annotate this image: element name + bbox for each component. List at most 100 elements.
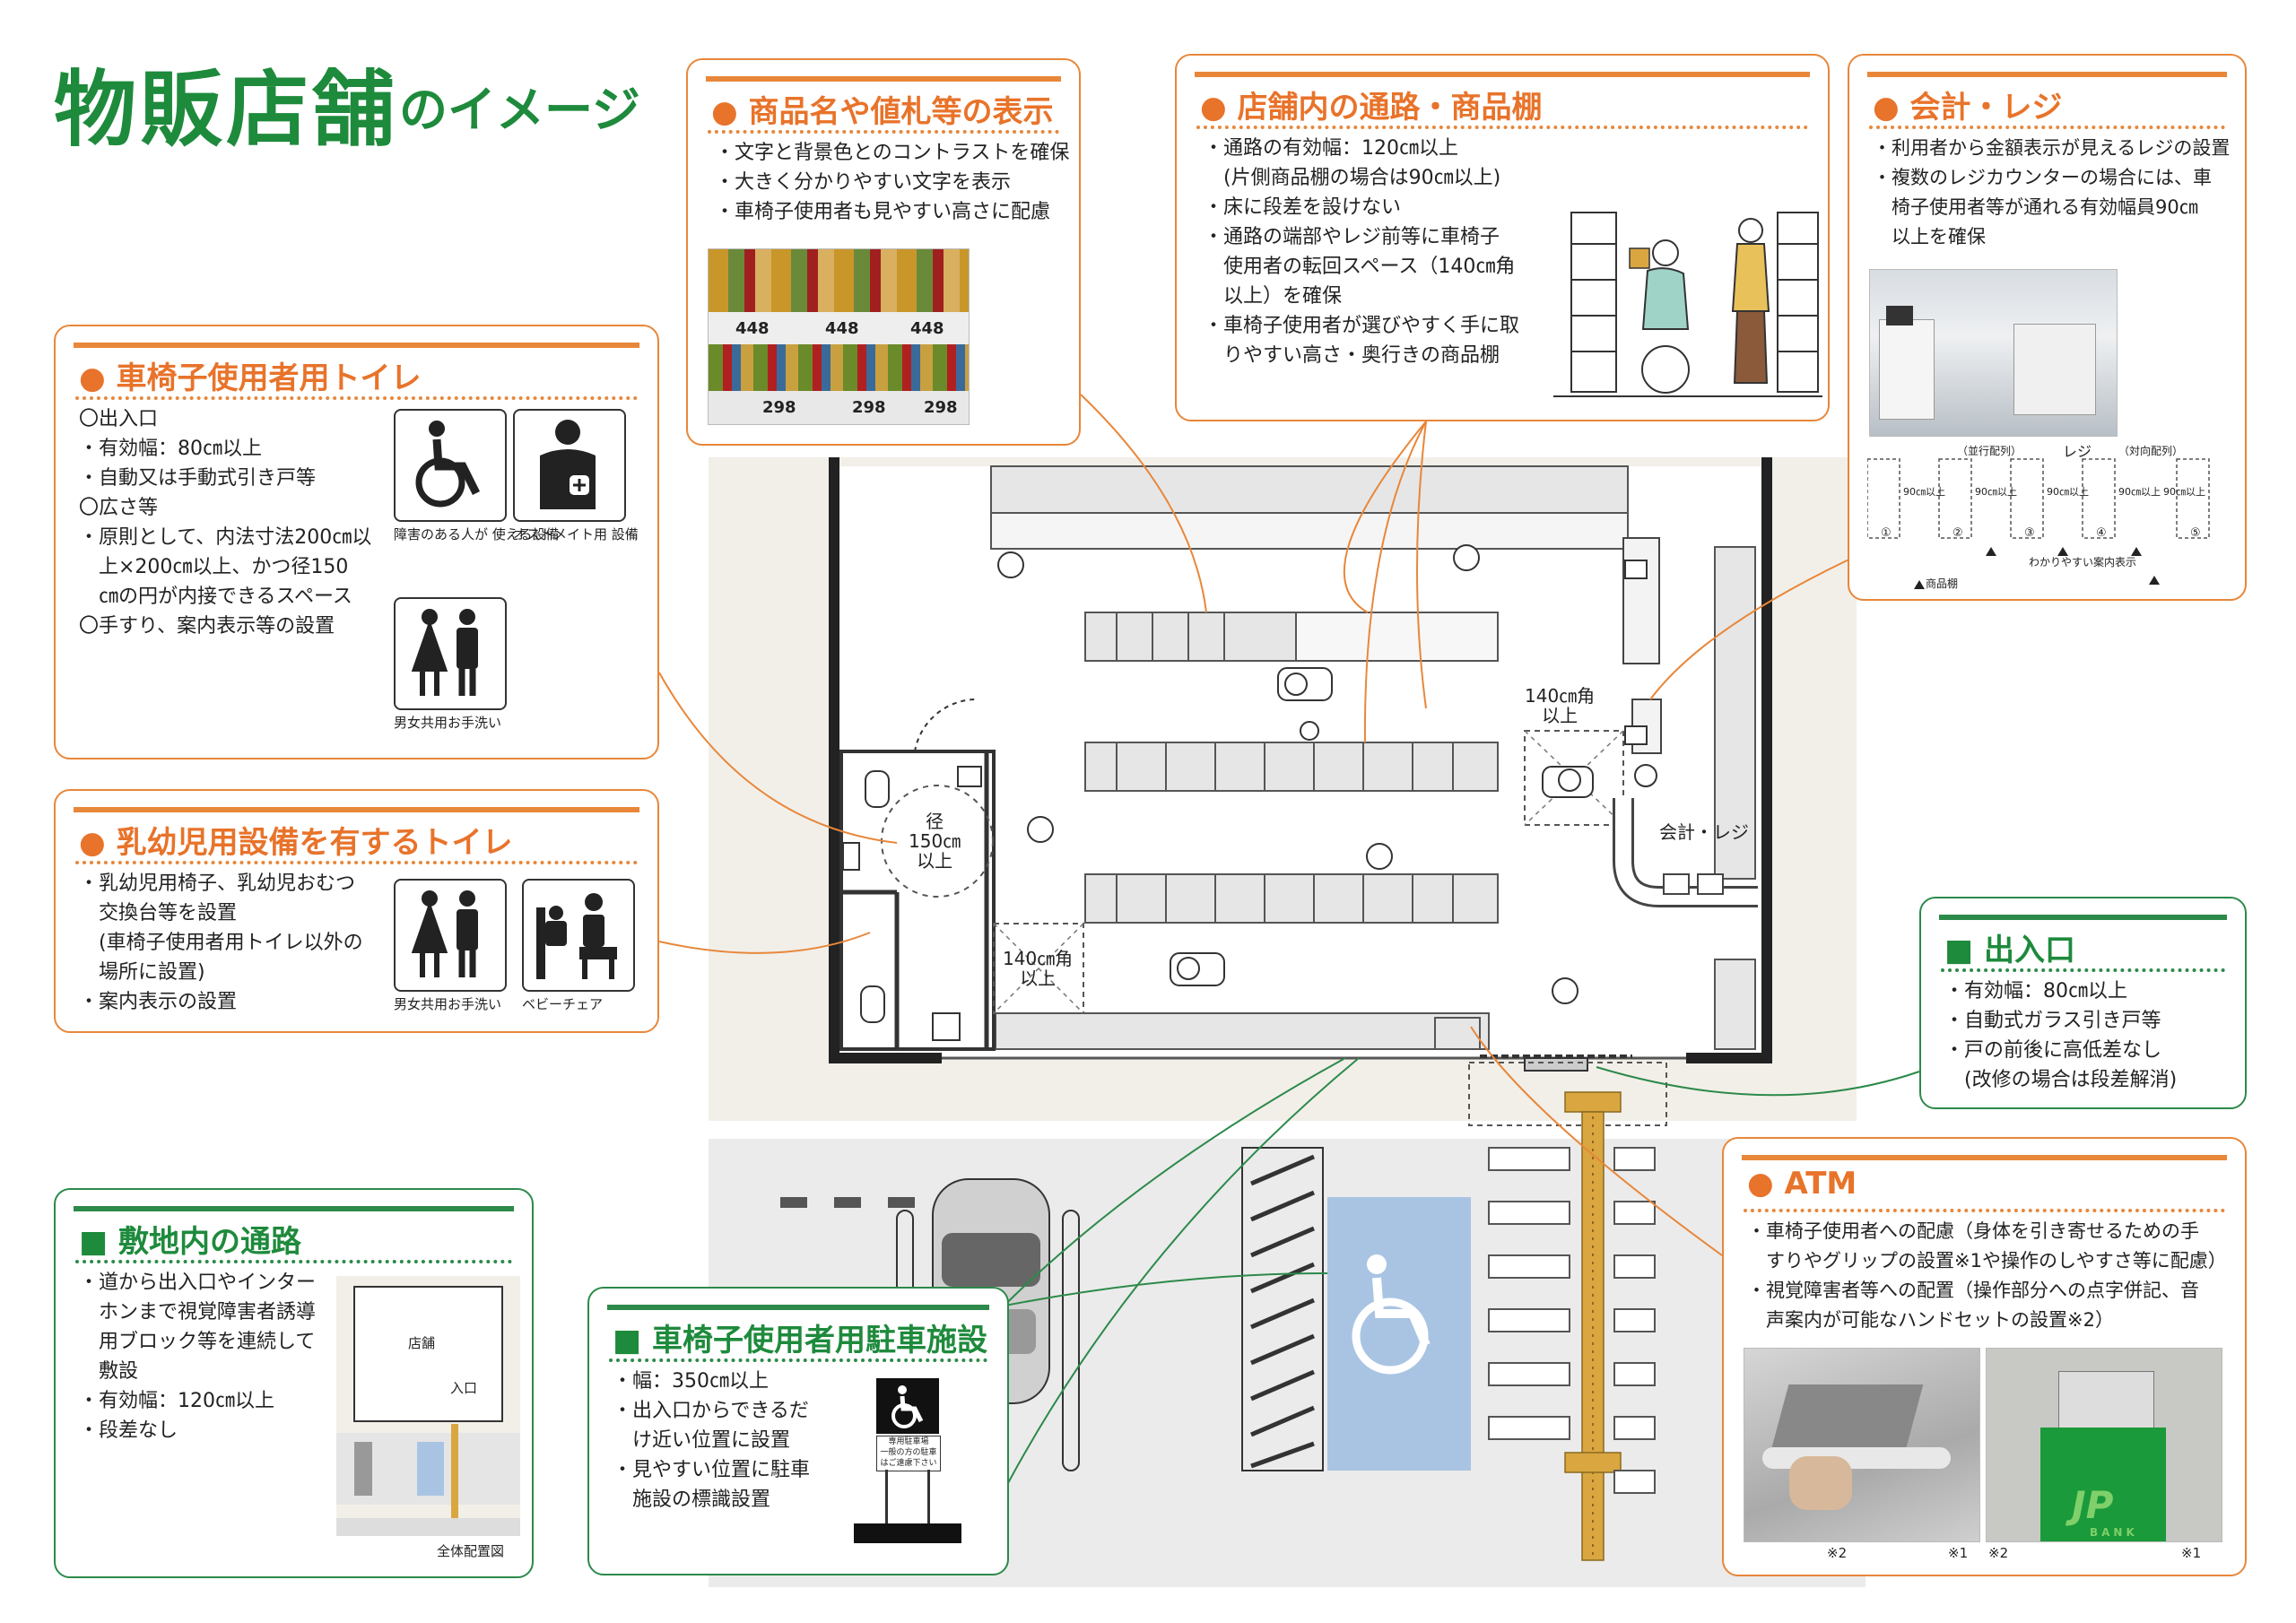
turn-space-label-aisle: 140㎝角 以上 xyxy=(1003,948,1074,989)
shelf-illustration xyxy=(1553,212,1822,397)
aisle-item: ・通路の有効幅：120㎝以上 xyxy=(1204,137,1458,160)
baby-toilet-heading: ● 乳幼児用設備を有するトイレ xyxy=(79,825,513,861)
wc-toilet-item: ・自動又は手動式引き戸等 xyxy=(79,467,317,490)
wheelchair-toilet-heading: ● 車椅子使用者用トイレ xyxy=(79,360,422,396)
wc-toilet-item: ・原則として、内法寸法200㎝以 xyxy=(79,526,372,549)
register-shelf-label: 商品棚 xyxy=(1926,577,1959,590)
aisle-heading: ● 店舗内の通路・商品棚 xyxy=(1200,90,1543,126)
wc-toilet-item: 〇出入口 xyxy=(79,408,159,430)
all-gender-toilet-caption: 男女共用お手洗い xyxy=(394,996,502,1012)
register-num: ① xyxy=(1881,526,1892,540)
site-map-caption: 全体配置図 xyxy=(437,1543,505,1559)
parking-item: ・幅：350㎝以上 xyxy=(613,1370,769,1393)
site-map-store-label: 店舗 xyxy=(408,1335,436,1351)
all-gender-toilet-caption: 男女共用お手洗い xyxy=(394,715,502,731)
register-reji-label: レジ xyxy=(2063,443,2092,460)
register-label: 会計・レジ xyxy=(1659,821,1749,843)
baby-chair-caption: ベビーチェア xyxy=(522,996,604,1012)
atm-note: ※1 xyxy=(2181,1545,2202,1561)
site-path-item: ・道から出入口やインター xyxy=(79,1271,317,1294)
jp-bank-logo-sub: BANK xyxy=(2090,1526,2138,1539)
aisle-item: 使用者の転回スペース（140㎝角 xyxy=(1204,256,1516,278)
parking-sign-text: 専用駐車場 xyxy=(888,1437,929,1446)
site-path-item: ・有効幅：120㎝以上 xyxy=(79,1390,274,1412)
site-path-heading: ■ 敷地内の通路 xyxy=(79,1224,301,1260)
parking-sign: 専用駐車場 一般の方の駐車 はご遠慮下さい xyxy=(854,1378,961,1549)
register-num: ② xyxy=(1952,526,1963,540)
baby-toilet-item: (車椅子使用者用トイレ以外の xyxy=(79,932,363,954)
all-gender-toilet-icon xyxy=(394,597,507,710)
baby-toilet-panel: ● 乳幼児用設備を有するトイレ ・乳幼児用椅子、乳幼児おむつ 交換台等を設置 (… xyxy=(54,789,659,1033)
baby-chair-icon xyxy=(522,879,635,992)
register-facing-label: （対向配列） xyxy=(2118,445,2184,457)
parking-sign-text: はご遠慮下さい xyxy=(880,1459,937,1468)
register-item: 以上を確保 xyxy=(1873,226,1986,247)
accessible-facility-icon xyxy=(394,409,507,522)
parking-item: ・見やすい位置に駐車 xyxy=(613,1459,811,1481)
wc-toilet-item: 〇広さ等 xyxy=(79,497,159,519)
site-path-panel: ■ 敷地内の通路 ・道から出入口やインター ホンまで視覚障害者誘導 用ブロック等… xyxy=(54,1188,534,1578)
parking-heading: ■ 車椅子使用者用駐車施設 xyxy=(613,1323,987,1358)
atm-item: 声案内が可能なハンドセットの設置※2） xyxy=(1747,1309,2114,1331)
wc-toilet-item: 〇手すり、案内表示等の設置 xyxy=(79,615,335,638)
display-item: ・大きく分かりやすい文字を表示 xyxy=(715,171,1012,194)
accessible-facility-caption: 障害のある人が 使える設備 xyxy=(394,526,560,542)
display-heading: ● 商品名や値札等の表示 xyxy=(711,94,1054,130)
turning-circle-label: 径 150㎝ 以上 xyxy=(909,811,961,872)
site-map-entrance-label: 入口 xyxy=(450,1380,478,1396)
parking-item: ・出入口からできるだ xyxy=(613,1400,809,1422)
parking-sign-text: 一般の方の駐車 xyxy=(880,1448,937,1457)
price-tag: 448 xyxy=(825,319,859,338)
ostomate-icon xyxy=(513,409,626,522)
aisle-item: ・床に段差を設けない xyxy=(1204,196,1402,219)
baby-toilet-item: ・乳幼児用椅子、乳幼児おむつ xyxy=(79,872,356,895)
wc-toilet-item: ・有効幅：80㎝以上 xyxy=(79,438,262,460)
ostomate-caption: オストメイト用 設備 xyxy=(513,526,639,542)
atm-item: すりやグリップの設置※1や操作のしやすさ等に配慮） xyxy=(1747,1250,2227,1271)
entrance-item: ・自動式ガラス引き戸等 xyxy=(1944,1010,2161,1032)
atm-photo-grip xyxy=(1744,1348,1980,1542)
atm-item: ・視覚障害者等への配置（操作部分への点字併記、音 xyxy=(1747,1280,2199,1301)
register-width-label: 90㎝以上 xyxy=(2163,486,2205,498)
atm-photo-machine: JP BANK xyxy=(1986,1348,2222,1542)
register-item: ・利用者から金額表示が見えるレジの設置 xyxy=(1873,137,2231,159)
register-item: ・複数のレジカウンターの場合には、車 xyxy=(1873,167,2212,188)
parking-item: け近い位置に設置 xyxy=(613,1429,791,1452)
register-num: ⑤ xyxy=(2190,526,2201,540)
register-width-label: 90㎝以上 xyxy=(2118,486,2161,498)
baby-toilet-item: ・案内表示の設置 xyxy=(79,991,238,1013)
display-item: ・車椅子使用者も見やすい高さに配慮 xyxy=(715,201,1051,223)
register-num: ④ xyxy=(2096,526,2107,540)
entrance-heading: ■ 出入口 xyxy=(1944,933,2075,968)
aisle-item: りやすい高さ・奥行きの商品棚 xyxy=(1204,344,1500,367)
atm-note: ※1 xyxy=(1948,1545,1969,1561)
aisle-item: ・車椅子使用者が選びやすく手に取 xyxy=(1204,315,1520,337)
display-item: ・文字と背景色とのコントラストを確保 xyxy=(715,142,1070,164)
site-path-item: ・段差なし xyxy=(79,1419,178,1442)
wheelchair-icon xyxy=(891,1385,924,1428)
wc-toilet-item: ㎝の円が内接できるスペース xyxy=(79,586,352,608)
parking-panel: ■ 車椅子使用者用駐車施設 ・幅：350㎝以上 ・出入口からできるだ け近い位置… xyxy=(587,1287,1009,1575)
price-tag: 448 xyxy=(910,319,944,338)
price-tag-photo: 448 448 448 298 298 298 xyxy=(708,248,970,425)
aisle-item: ・通路の端部やレジ前等に車椅子 xyxy=(1204,226,1500,248)
register-parallel-label: （並行配列） xyxy=(1957,445,2022,457)
atm-item: ・車椅子使用者への配慮（身体を引き寄せるための手 xyxy=(1747,1220,2199,1242)
site-map xyxy=(336,1276,520,1536)
baby-toilet-item: 場所に設置) xyxy=(79,961,205,984)
price-tag: 298 xyxy=(762,398,796,417)
atm-note: ※2 xyxy=(1988,1545,2009,1561)
display-panel: ● 商品名や値札等の表示 ・文字と背景色とのコントラストを確保 ・大きく分かりや… xyxy=(686,58,1081,446)
wc-toilet-item: 上×200㎝以上、かつ径150 xyxy=(79,556,349,578)
atm-heading: ● ATM xyxy=(1747,1166,1857,1202)
site-path-item: 用ブロック等を連続して xyxy=(79,1331,316,1353)
page-subtitle: のイメージ xyxy=(399,82,640,138)
price-tag: 298 xyxy=(924,398,958,417)
entrance-panel: ■ 出入口 ・有効幅：80㎝以上 ・自動式ガラス引き戸等 ・戸の前後に高低差なし… xyxy=(1919,897,2247,1109)
parking-item: 施設の標識設置 xyxy=(613,1488,771,1511)
register-width-label: 90㎝以上 xyxy=(1975,486,2017,498)
jp-bank-logo: JP xyxy=(2072,1483,2114,1527)
wheelchair-toilet-panel: ● 車椅子使用者用トイレ 〇出入口 ・有効幅：80㎝以上 ・自動又は手動式引き戸… xyxy=(54,325,659,759)
register-photo xyxy=(1869,269,2118,437)
